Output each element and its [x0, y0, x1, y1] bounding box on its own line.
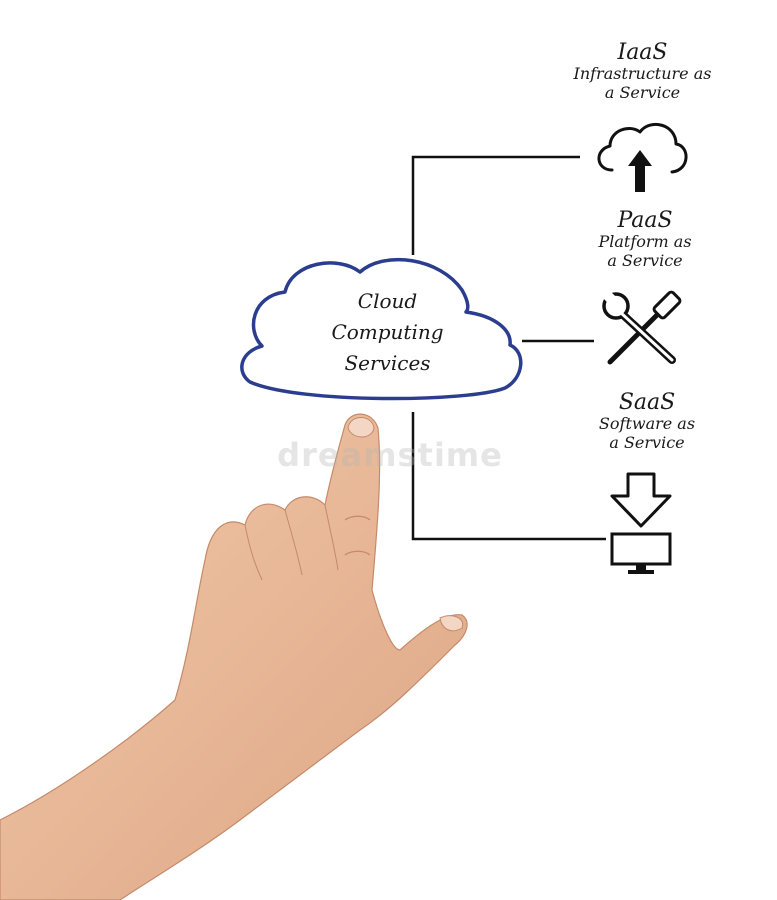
paas-line-1: Platform as	[598, 232, 692, 252]
paas-label: PaaS Platform as a Service	[570, 208, 720, 270]
connector-lines	[411, 155, 606, 541]
wrench-screwdriver-icon	[602, 290, 682, 365]
cloud-upload-icon	[597, 122, 688, 192]
cloud-label-line-2: Computing	[331, 320, 444, 344]
paas-line-2: a Service	[607, 250, 683, 270]
iaas-label: IaaS Infrastructure as a Service	[560, 40, 725, 102]
saas-line-1: Software as	[598, 414, 696, 434]
watermark: dreamstime	[277, 436, 503, 474]
connector-iaas	[411, 155, 580, 255]
iaas-line-1: Infrastructure as	[573, 64, 712, 84]
central-cloud-label: Cloud Computing Services	[300, 286, 475, 379]
paas-abbr: PaaS	[617, 208, 673, 233]
iaas-line-2: a Service	[604, 82, 681, 102]
download-monitor-icon	[610, 472, 672, 574]
cloud-label-line-1: Cloud	[357, 289, 418, 313]
iaas-abbr: IaaS	[617, 40, 668, 65]
pointing-hand	[0, 413, 468, 900]
saas-label: SaaS Software as a Service	[572, 390, 722, 452]
saas-abbr: SaaS	[618, 390, 676, 415]
saas-line-2: a Service	[609, 432, 685, 452]
central-cloud-shape	[240, 257, 523, 401]
cloud-label-line-3: Services	[344, 351, 431, 375]
connector-saas	[411, 412, 606, 541]
